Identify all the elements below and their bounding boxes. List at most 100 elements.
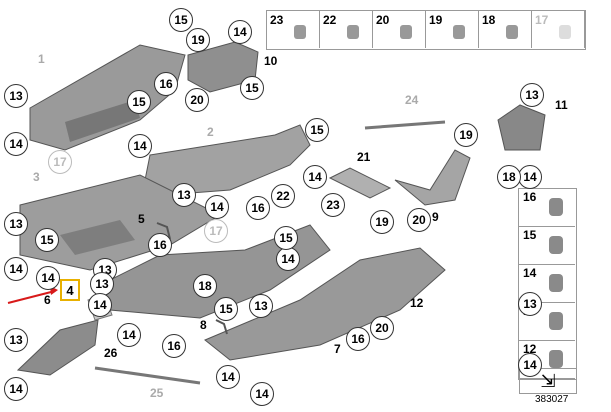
push-clip-icon	[549, 198, 563, 216]
callout-15[interactable]: 15	[169, 8, 193, 32]
callout-14[interactable]: 14	[228, 20, 252, 44]
callout-14[interactable]: 14	[88, 293, 112, 317]
callout-14[interactable]: 14	[518, 353, 542, 377]
callout-14[interactable]: 14	[216, 365, 240, 389]
fastener-cell[interactable]: 18	[478, 11, 532, 48]
callout-16[interactable]: 16	[154, 72, 178, 96]
part-11-bracket[interactable]	[497, 104, 546, 151]
callout-16[interactable]: 16	[162, 334, 186, 358]
callout-13[interactable]: 13	[172, 183, 196, 207]
callout-13[interactable]: 13	[4, 328, 28, 352]
part-6-panel[interactable]	[16, 319, 99, 376]
callout-15[interactable]: 15	[274, 226, 298, 250]
part-label-24[interactable]: 24	[405, 93, 419, 107]
callout-14[interactable]: 14	[303, 165, 327, 189]
callout-14[interactable]: 14	[518, 165, 542, 189]
callout-14[interactable]: 14	[36, 266, 60, 290]
part-4-panel[interactable]	[99, 224, 331, 319]
callout-14[interactable]: 14	[205, 195, 229, 219]
callout-13[interactable]: 13	[93, 258, 117, 282]
fastener-side-cell[interactable]: 12	[519, 340, 575, 379]
callout-16[interactable]: 16	[148, 233, 172, 257]
part-label-9[interactable]: 9	[432, 210, 439, 224]
fastener-side-cell[interactable]: 14	[519, 264, 575, 303]
callout-16[interactable]: 16	[346, 327, 370, 351]
part-label-21[interactable]: 21	[357, 150, 371, 164]
fastener-number: 20	[376, 13, 390, 27]
callout-14[interactable]: 14	[4, 377, 28, 401]
callout-13[interactable]: 13	[4, 84, 28, 108]
screw-rivet-icon	[549, 350, 563, 368]
callout-18[interactable]: 18	[193, 274, 217, 298]
callout-15[interactable]: 15	[214, 297, 238, 321]
callout-22[interactable]: 22	[271, 184, 295, 208]
part-5-clip[interactable]	[156, 222, 171, 240]
callout-20[interactable]: 20	[407, 208, 431, 232]
callout-14[interactable]: 14	[276, 247, 300, 271]
part-label-6[interactable]: 6	[44, 293, 51, 307]
callout-13[interactable]: 13	[4, 212, 28, 236]
callout-17[interactable]: 17	[48, 150, 72, 174]
callout-14[interactable]: 14	[250, 382, 274, 406]
fastener-cell[interactable]: 23	[266, 11, 320, 48]
callout-14[interactable]: 14	[4, 132, 28, 156]
part-label-3[interactable]: 3	[33, 170, 40, 184]
callout-18[interactable]: 18	[497, 165, 521, 189]
callout-13[interactable]: 13	[249, 294, 273, 318]
fastener-cell[interactable]: 22	[319, 11, 373, 48]
part-label-1[interactable]: 1	[38, 52, 45, 66]
callout-20[interactable]: 20	[185, 88, 209, 112]
part-label-25[interactable]: 25	[150, 386, 164, 400]
part-label-8[interactable]: 8	[200, 318, 207, 332]
part-3-shading	[60, 220, 135, 255]
part-label-11[interactable]: 11	[555, 98, 568, 112]
callout-15[interactable]: 15	[35, 228, 59, 252]
part-label-2[interactable]: 2	[207, 125, 214, 139]
part-label-7[interactable]: 7	[334, 342, 341, 356]
fastener-cell[interactable]: 17	[531, 11, 585, 48]
hex-nut-icon	[506, 25, 518, 39]
callout-16[interactable]: 16	[246, 196, 270, 220]
fastener-cell[interactable]: 19	[425, 11, 479, 48]
part-9-bracket[interactable]	[394, 149, 471, 206]
callout-20[interactable]: 20	[370, 316, 394, 340]
diagram-id: 383027	[535, 394, 569, 405]
callout-14[interactable]: 14	[117, 323, 141, 347]
callout-19[interactable]: 19	[454, 123, 478, 147]
part-1-panel[interactable]	[29, 44, 186, 151]
part-label-10[interactable]: 10	[264, 54, 278, 68]
fastener-number: 19	[429, 13, 443, 27]
callout-13[interactable]: 13	[90, 272, 114, 296]
highlighted-part-label[interactable]: 4	[60, 279, 80, 301]
fastener-cell[interactable]: 20	[372, 11, 426, 48]
callout-15[interactable]: 15	[127, 90, 151, 114]
part-label-26[interactable]: 26	[104, 346, 118, 360]
callout-19[interactable]: 19	[186, 28, 210, 52]
part-label-5[interactable]: 5	[138, 212, 145, 226]
callout-15[interactable]: 15	[240, 76, 264, 100]
part-label-12[interactable]: 12	[410, 296, 424, 310]
fastener-strip	[266, 10, 586, 50]
fastener-number: 12	[523, 342, 537, 356]
part-24-rod[interactable]	[364, 120, 446, 130]
part-8-clip[interactable]	[215, 319, 228, 335]
expanding-rivet-icon	[549, 236, 563, 254]
callout-13[interactable]: 13	[518, 292, 542, 316]
callout-14[interactable]: 14	[4, 257, 28, 281]
clip-icon	[453, 25, 465, 39]
callout-14[interactable]: 14	[128, 134, 152, 158]
fastener-side-cell[interactable]: 16	[519, 188, 575, 227]
callout-19[interactable]: 19	[370, 210, 394, 234]
fastener-side-cell[interactable]: 15	[519, 226, 575, 265]
navigation-arrow-box[interactable]: ⇲	[519, 368, 577, 394]
part-25-rod[interactable]	[94, 366, 201, 385]
fastener-number: 16	[523, 190, 537, 204]
part-7-panel[interactable]	[204, 247, 446, 361]
highlight-arrow	[7, 290, 56, 304]
callout-23[interactable]: 23	[321, 193, 345, 217]
callout-13[interactable]: 13	[520, 83, 544, 107]
part-21-plate[interactable]	[328, 167, 392, 199]
callout-17[interactable]: 17	[204, 219, 228, 243]
callout-15[interactable]: 15	[305, 118, 329, 142]
